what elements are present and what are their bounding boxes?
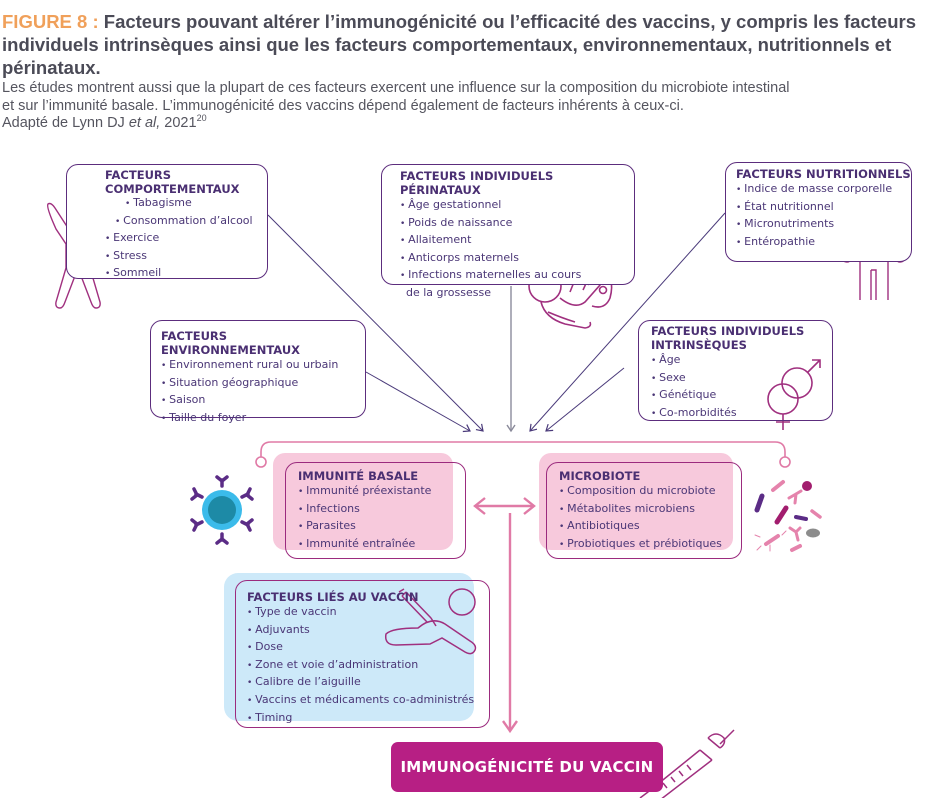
connector-intrinsic [545, 367, 625, 432]
list-item: Antibiotiques [559, 518, 741, 536]
connector-environmental [365, 371, 471, 433]
figure-header: FIGURE 8 : Facteurs pouvant altérer l’im… [2, 10, 932, 133]
nutritional-factors-box: FACTEURS NUTRITIONNELS Indice de masse c… [725, 162, 912, 262]
microbiota-list: Composition du microbiote Métabolites mi… [559, 483, 741, 553]
perinatal-title: FACTEURS INDIVIDUELS PÉRINATAUX [400, 169, 554, 197]
list-item: Environnement rural ou urbain [161, 357, 365, 375]
list-item: Type de vaccin [247, 604, 489, 622]
microbiota-title: MICROBIOTE [559, 469, 641, 483]
environmental-list: Environnement rural ou urbain Situation … [161, 357, 365, 427]
immune-cell-icon [190, 475, 254, 545]
basal-immunity-title: IMMUNITÉ BASALE [298, 469, 419, 483]
list-item: Allaitement [400, 232, 634, 250]
environmental-title: FACTEURS ENVIRONNEMENTAUX [161, 329, 301, 357]
list-item: Micronutriments [736, 216, 911, 234]
vaccine-factors-title: FACTEURS LIÉS AU VACCIN [247, 590, 419, 604]
list-item: Probiotiques et prébiotiques [559, 536, 741, 554]
bacteria-icon [754, 480, 822, 552]
vaccine-immunogenicity-result: IMMUNOGÉNICITÉ DU VACCIN [391, 742, 663, 792]
intrinsic-title-line2: INTRINSÈQUES [651, 338, 747, 352]
basal-immunity-list: Immunité préexistante Infections Parasit… [298, 483, 465, 553]
microbiota-box: MICROBIOTE Composition du microbiote Mét… [546, 462, 742, 559]
list-item: Âge gestationnel [400, 197, 634, 215]
description-line-1: Les études montrent aussi que la plupart… [2, 80, 790, 96]
list-item: Immunité préexistante [298, 483, 465, 501]
list-item: Sommeil [105, 265, 267, 283]
list-item: Infections [298, 501, 465, 519]
bracket-end-right [779, 456, 791, 468]
list-item: Composition du microbiote [559, 483, 741, 501]
figure-description: Les études montrent aussi que la plupart… [2, 80, 932, 133]
list-item: Immunité entraînée [298, 536, 465, 554]
source-prefix: Adapté de Lynn DJ [2, 115, 129, 131]
list-item: Consommation d’alcool [105, 213, 267, 231]
connector-behavioral [267, 214, 484, 432]
list-item: Co-morbidités [651, 405, 832, 423]
vaccine-factors-list: Type de vaccin Adjuvants Dose Zone et vo… [247, 604, 489, 727]
figure-title-text: Facteurs pouvant altérer l’immunogénicit… [2, 11, 916, 78]
basal-immunity-box: IMMUNITÉ BASALE Immunité préexistante In… [285, 462, 466, 559]
list-item: Métabolites microbiens [559, 501, 741, 519]
intrinsic-title-line1: FACTEURS INDIVIDUELS [651, 324, 805, 338]
list-item: Sexe [651, 370, 832, 388]
connector-nutritional [529, 212, 726, 432]
vaccine-factors-box: FACTEURS LIÉS AU VACCIN Type de vaccin A… [235, 580, 490, 728]
list-item: Génétique [651, 387, 832, 405]
list-item: Vaccins et médicaments co-administrés [247, 692, 489, 710]
list-item: Adjuvants [247, 622, 489, 640]
perinatal-factors-box: FACTEURS INDIVIDUELS PÉRINATAUX Âge gest… [381, 164, 635, 299]
list-item: Infections maternelles au cours [400, 267, 634, 285]
pink-bracket [260, 441, 786, 458]
list-item: Situation géographique [161, 375, 365, 393]
list-item: Dose [247, 639, 489, 657]
figure-label: FIGURE 8 : [2, 11, 99, 32]
list-item: Indice de masse corporelle [736, 181, 911, 199]
list-item-continued: de la grossesse [406, 285, 491, 299]
list-item: Âge [651, 352, 832, 370]
list-item: Entéropathie [736, 234, 911, 252]
behavioral-title-line2: COMPORTEMENTAUX [105, 182, 240, 196]
behavioral-factors-box: FACTEURS COMPORTEMENTAUX Tabagisme Conso… [66, 164, 268, 279]
description-line-2: et sur l’immunité basale. L’immunogénici… [2, 97, 684, 114]
list-item: Saison [161, 392, 365, 410]
list-item: Exercice [105, 230, 267, 248]
list-item: Calibre de l’aiguille [247, 674, 489, 692]
source-year: 2021 [160, 115, 197, 131]
source-et-al: et al, [128, 115, 161, 131]
intrinsic-factors-box: FACTEURS INDIVIDUELS INTRINSÈQUES Âge Se… [638, 320, 833, 421]
list-item: Stress [105, 248, 267, 266]
list-item: Zone et voie d’administration [247, 657, 489, 675]
list-item: Timing [247, 710, 489, 728]
source-reference: 20 [196, 113, 207, 124]
list-item: Tabagisme [105, 195, 267, 213]
nutritional-list: Indice de masse corporelle État nutritio… [736, 181, 911, 251]
list-item: Taille du foyer [161, 410, 365, 428]
syringe-icon [639, 729, 735, 798]
list-item: Parasites [298, 518, 465, 536]
behavioral-title-line1: FACTEURS [105, 168, 172, 182]
figure-title: FIGURE 8 : Facteurs pouvant altérer l’im… [2, 10, 932, 79]
bracket-end-left [255, 456, 267, 468]
perinatal-list: Âge gestationnel Poids de naissance Alla… [400, 197, 634, 303]
list-item: Anticorps maternels [400, 250, 634, 268]
environmental-factors-box: FACTEURS ENVIRONNEMENTAUX Environnement … [150, 320, 366, 424]
intrinsic-list: Âge Sexe Génétique Co-morbidités [651, 352, 832, 422]
nutritional-title: FACTEURS NUTRITIONNELS [736, 167, 911, 181]
list-item: État nutritionnel [736, 199, 911, 217]
list-item: Poids de naissance [400, 215, 634, 233]
behavioral-list: Tabagisme Consommation d’alcool Exercice… [105, 195, 267, 283]
